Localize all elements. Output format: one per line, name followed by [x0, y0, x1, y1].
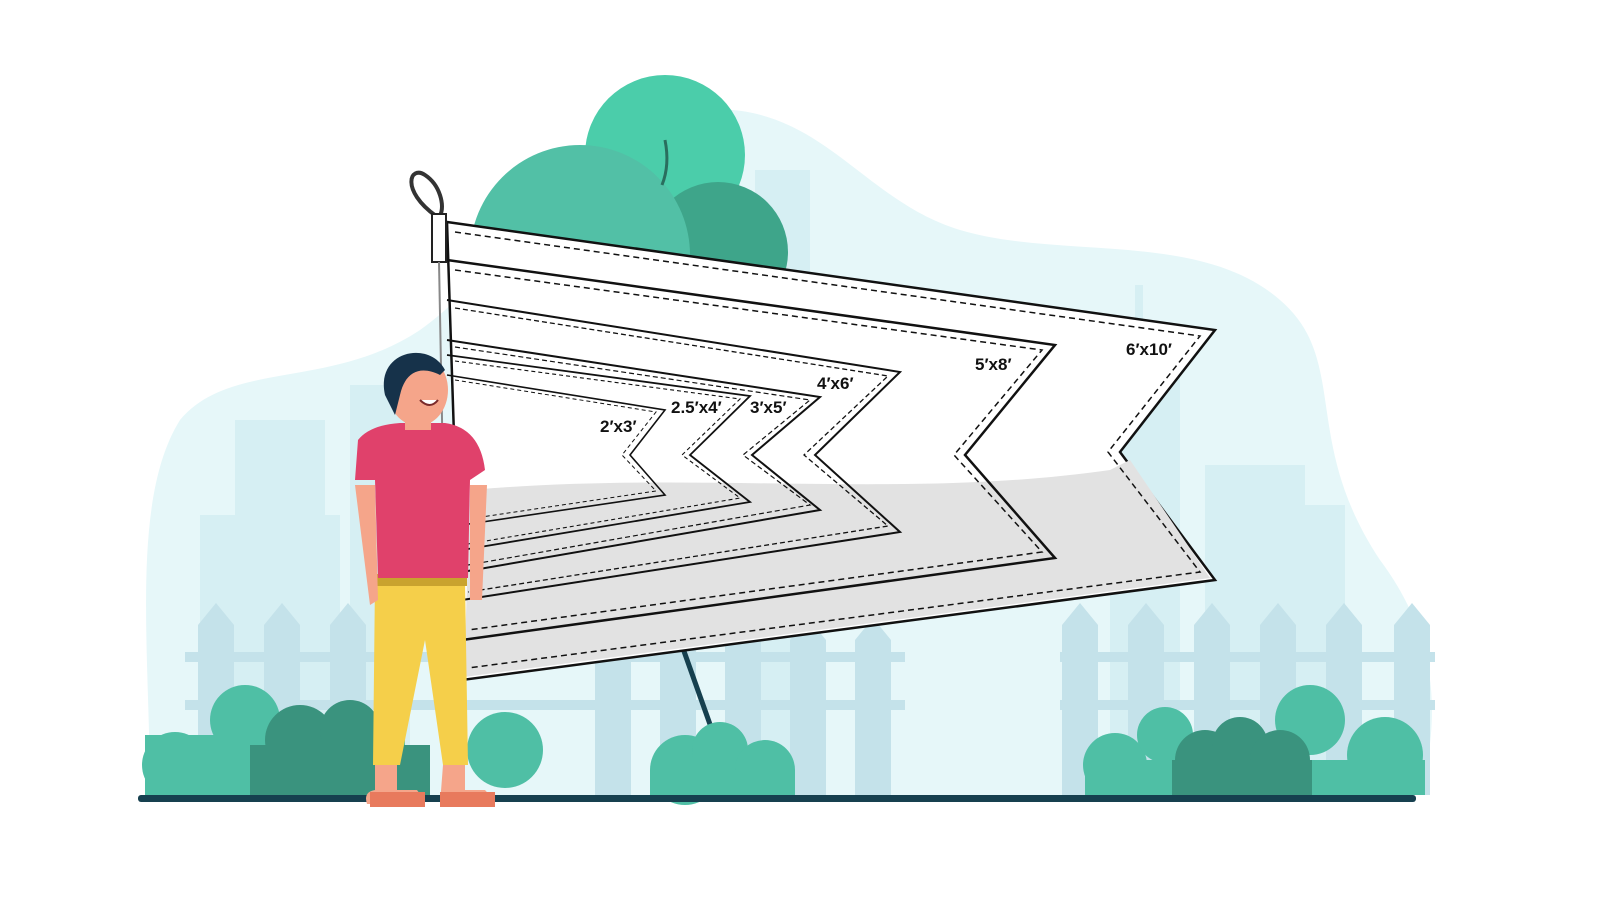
flag-2x3	[446, 374, 667, 526]
label-6x10: 6′x10′	[1126, 340, 1172, 359]
flag-4x6	[446, 299, 903, 601]
label-5x8: 5′x8′	[975, 355, 1012, 374]
ground-line	[138, 795, 1416, 802]
flags	[445, 220, 1218, 682]
person	[355, 352, 495, 807]
label-2.5x4: 2.5′x4′	[671, 398, 722, 417]
flag-3x5	[446, 339, 823, 573]
flag-shade	[464, 460, 1210, 677]
label-4x6: 4′x6′	[817, 374, 854, 393]
flag-2.5x4	[446, 354, 753, 551]
flag-5x8	[446, 258, 1058, 642]
bushes	[142, 685, 1425, 805]
label-3x5: 3′x5′	[750, 398, 787, 417]
size-labels: 2′x3′ 2.5′x4′ 3′x5′ 4′x6′ 5′x8′ 6′x10′	[600, 340, 1172, 436]
flag-pole	[677, 639, 715, 731]
label-2x3: 2′x3′	[600, 417, 637, 436]
